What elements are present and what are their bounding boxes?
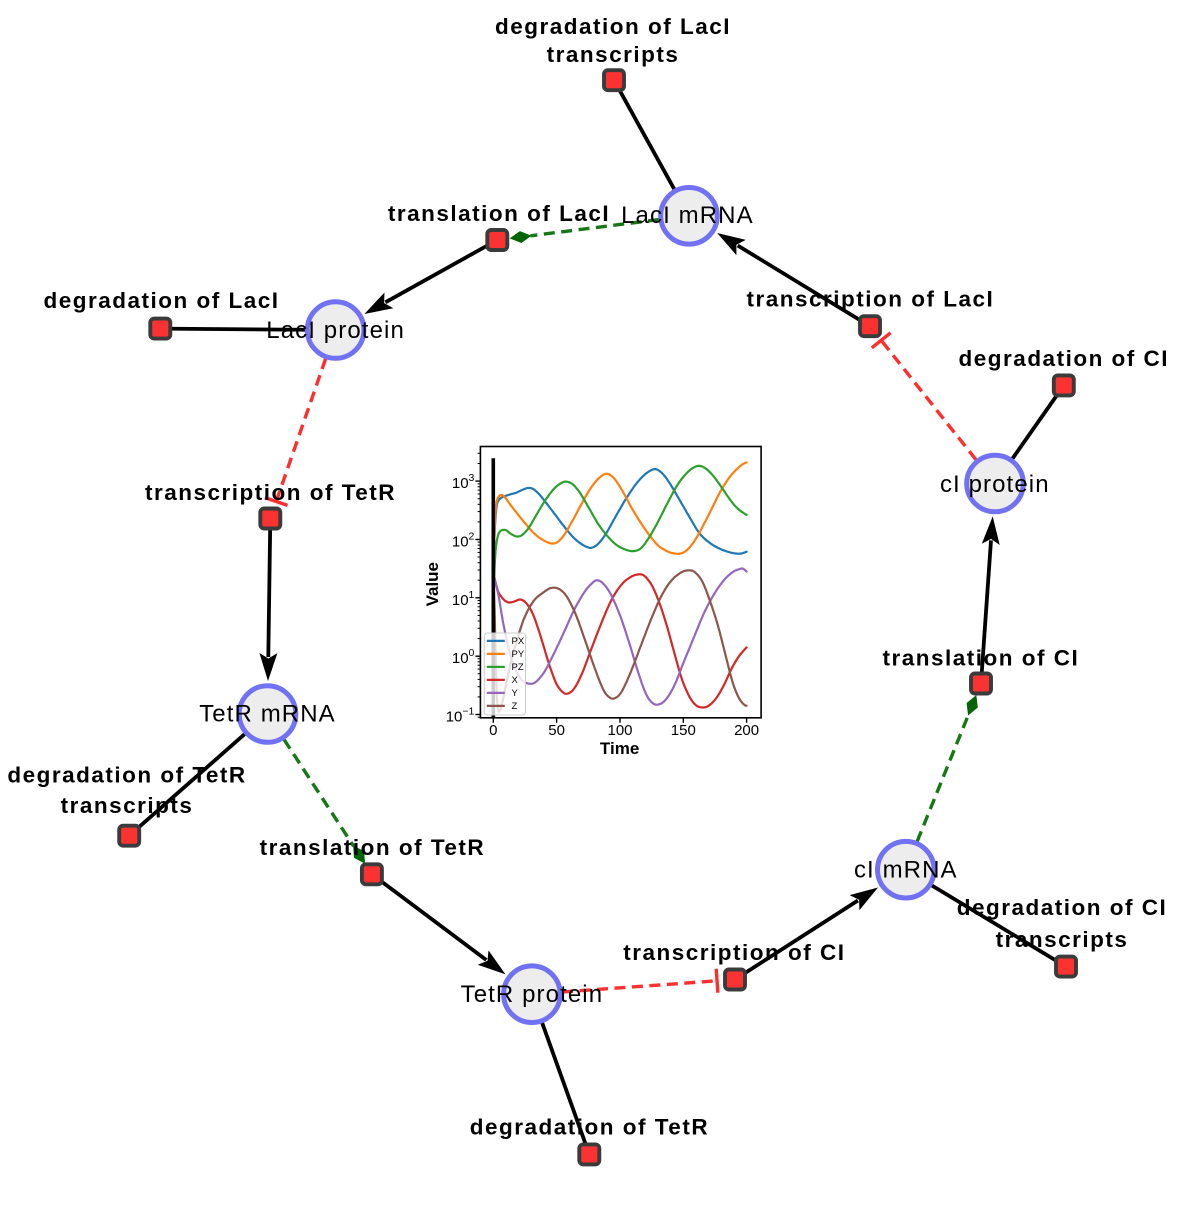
svg-text:degradation of CI: degradation of CI bbox=[957, 895, 1168, 920]
svg-text:Value: Value bbox=[423, 562, 442, 606]
svg-text:cI mRNA: cI mRNA bbox=[854, 856, 958, 883]
svg-text:LacI protein: LacI protein bbox=[266, 317, 405, 344]
svg-text:transcripts: transcripts bbox=[61, 793, 194, 818]
svg-text:transcripts: transcripts bbox=[996, 927, 1129, 952]
svg-text:LacI mRNA: LacI mRNA bbox=[621, 202, 754, 229]
svg-text:50: 50 bbox=[548, 722, 565, 739]
svg-text:200: 200 bbox=[734, 722, 759, 739]
svg-text:TetR mRNA: TetR mRNA bbox=[199, 701, 336, 728]
svg-text:150: 150 bbox=[671, 722, 696, 739]
svg-text:transcription of TetR: transcription of TetR bbox=[145, 480, 396, 505]
svg-text:degradation of CI: degradation of CI bbox=[959, 346, 1170, 371]
svg-text:transcripts: transcripts bbox=[547, 42, 680, 67]
svg-text:cI protein: cI protein bbox=[940, 471, 1050, 498]
svg-text:degradation of TetR: degradation of TetR bbox=[7, 763, 246, 788]
svg-text:PX: PX bbox=[512, 636, 525, 647]
svg-text:degradation of LacI: degradation of LacI bbox=[43, 288, 279, 313]
svg-text:Y: Y bbox=[512, 688, 519, 699]
svg-text:transcription of LacI: transcription of LacI bbox=[747, 287, 995, 312]
svg-text:translation of TetR: translation of TetR bbox=[260, 835, 486, 860]
svg-text:TetR protein: TetR protein bbox=[461, 981, 604, 1008]
svg-text:PY: PY bbox=[512, 649, 525, 660]
svg-text:translation of LacI: translation of LacI bbox=[388, 201, 610, 226]
svg-text:Z: Z bbox=[512, 701, 518, 712]
svg-text:degradation of TetR: degradation of TetR bbox=[470, 1115, 709, 1140]
svg-text:X: X bbox=[512, 675, 519, 686]
svg-text:0: 0 bbox=[489, 722, 497, 739]
svg-text:translation of CI: translation of CI bbox=[883, 646, 1080, 671]
svg-text:transcription of CI: transcription of CI bbox=[623, 940, 845, 965]
svg-text:degradation of LacI: degradation of LacI bbox=[495, 14, 731, 39]
svg-text:Time: Time bbox=[600, 739, 639, 758]
svg-text:100: 100 bbox=[607, 722, 632, 739]
svg-text:PZ: PZ bbox=[512, 662, 524, 673]
